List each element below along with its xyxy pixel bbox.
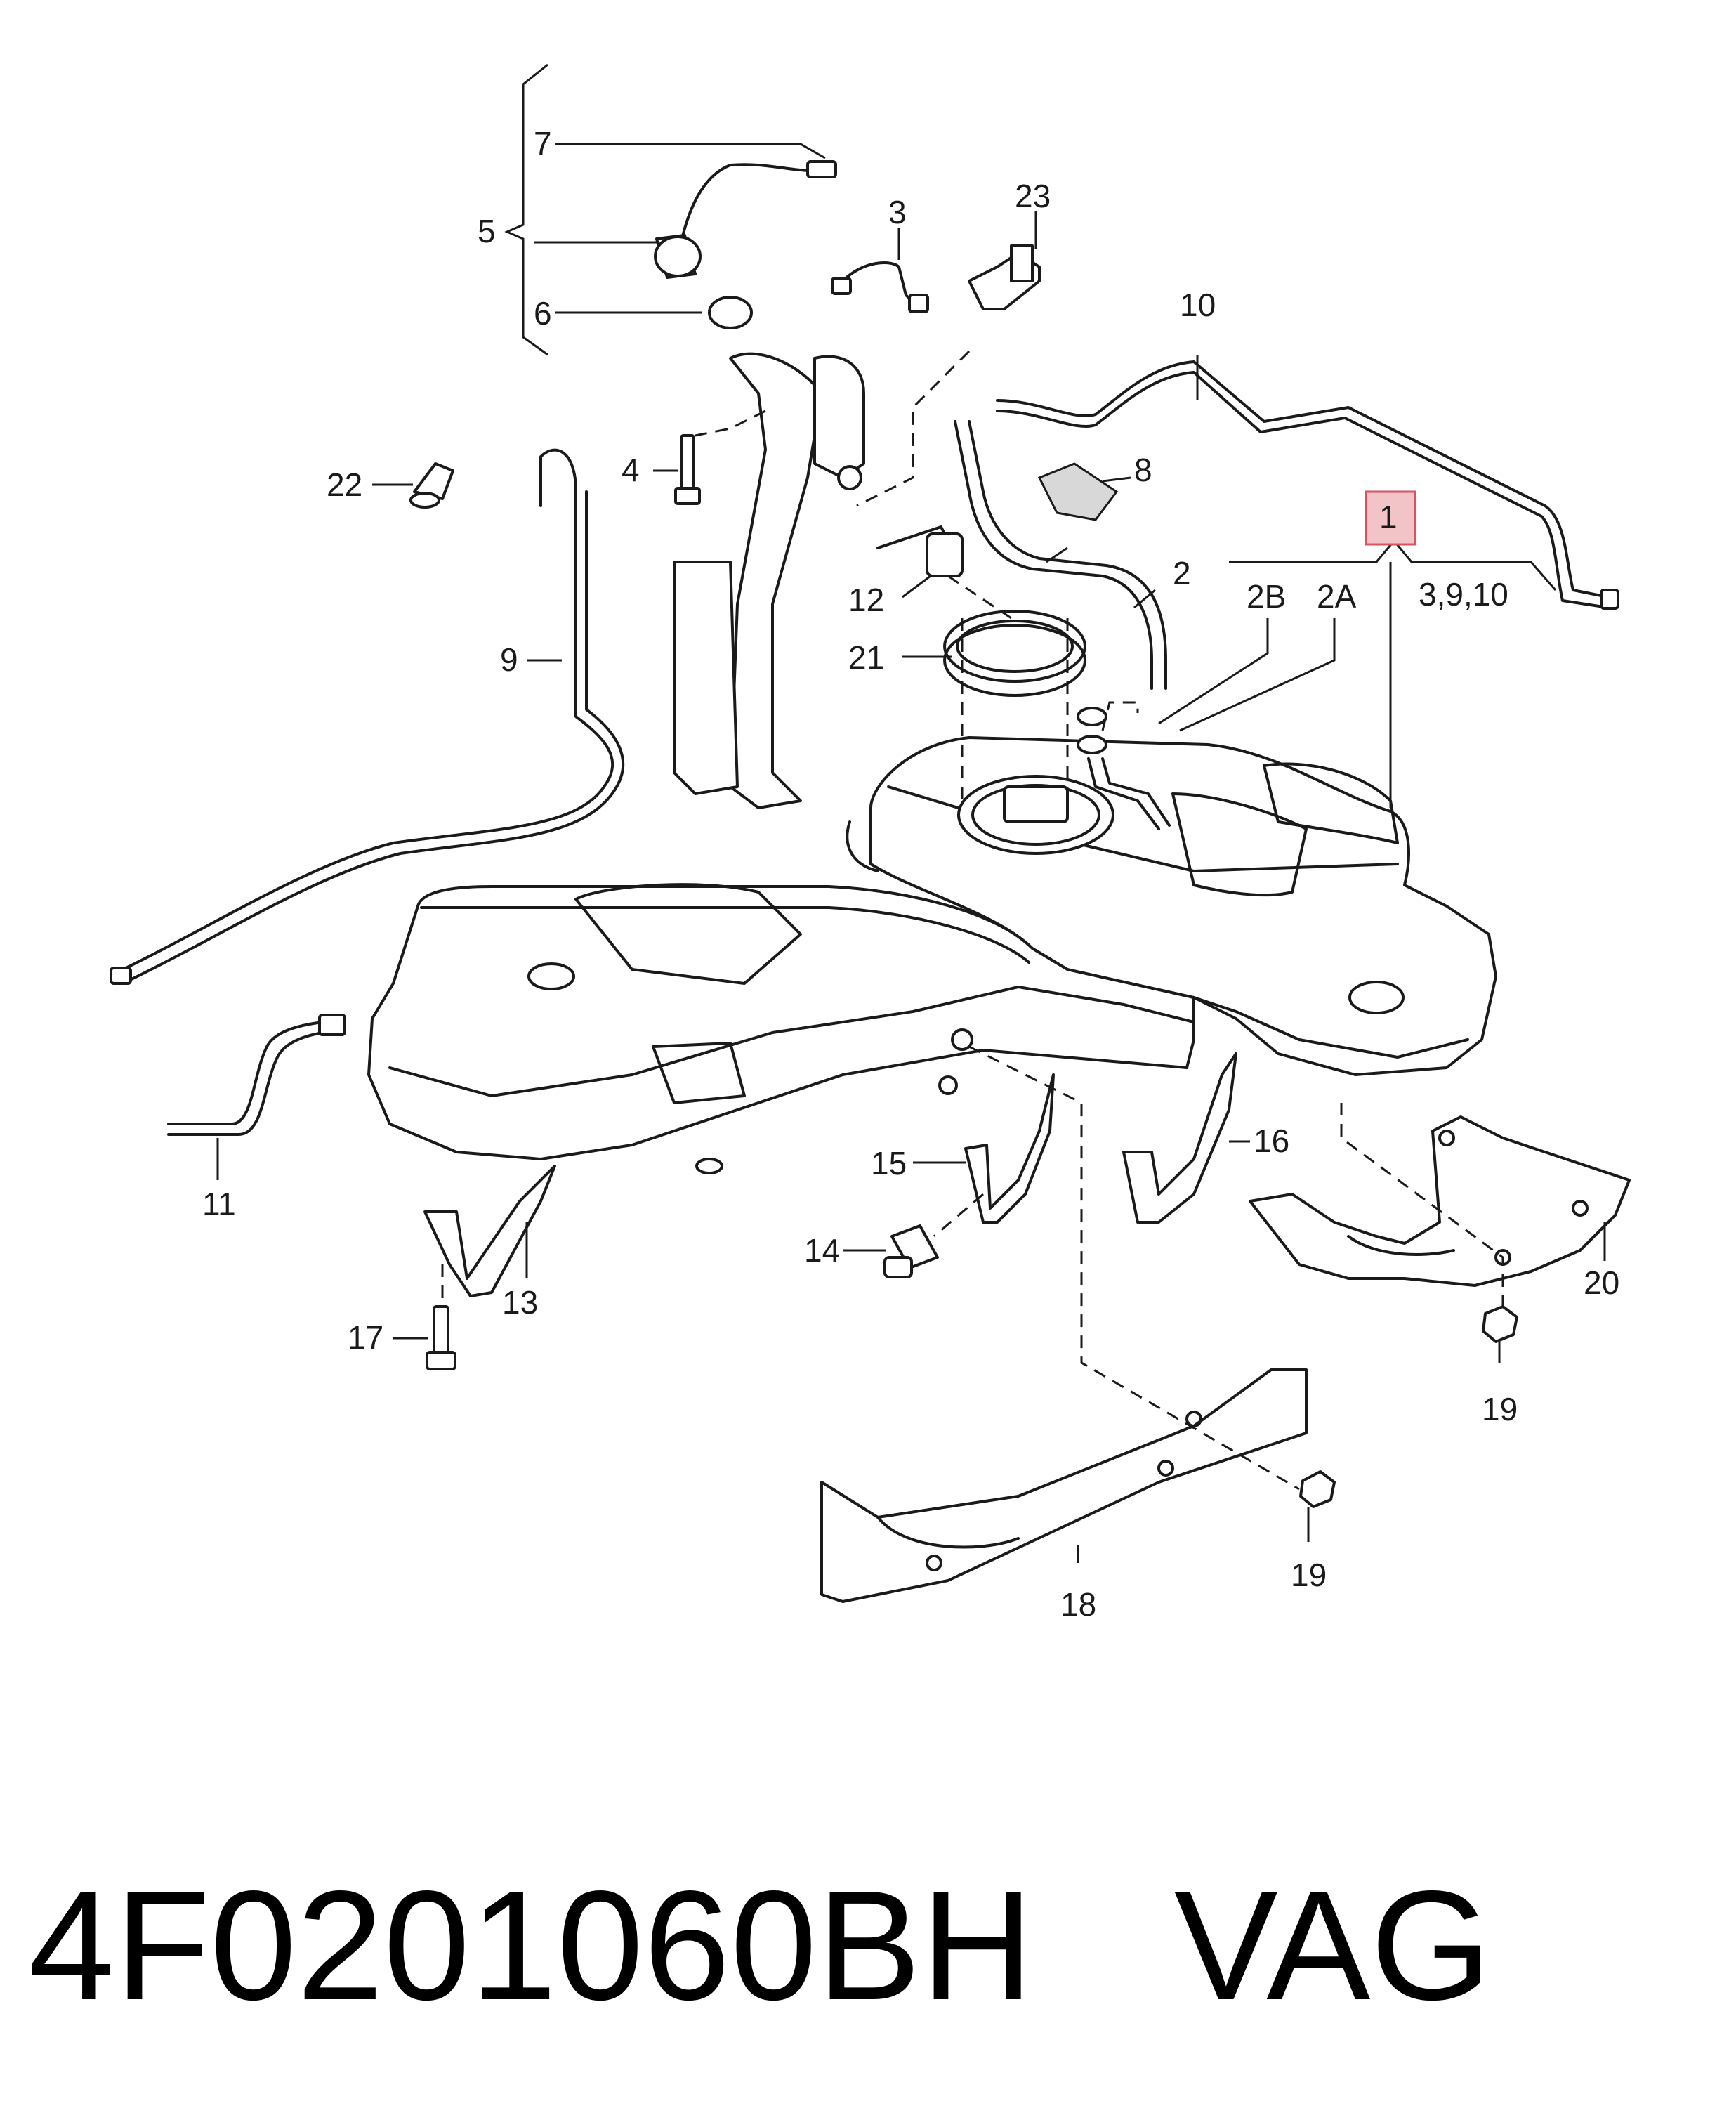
callout-5[interactable]: 5 [478,213,496,249]
callout-12[interactable]: 12 [848,582,884,618]
callout-8[interactable]: 8 [1134,452,1152,488]
callout-15[interactable]: 15 [871,1145,907,1182]
callout-3[interactable]: 3 [888,194,907,230]
callout-2[interactable]: 2 [1173,555,1191,591]
callout-6[interactable]: 6 [534,295,552,332]
callout-labels: 1 2 2B 2A 3,9,10 3 23 10 7 5 6 8 4 22 12… [202,125,1619,1623]
part-number-caption: 4F0201060BH VAG [28,1854,1714,2037]
callout-21[interactable]: 21 [848,639,884,676]
callout-20[interactable]: 20 [1584,1264,1619,1301]
small-parts [409,244,1518,1508]
callout-7[interactable]: 7 [534,125,552,162]
callout-16[interactable]: 16 [1254,1123,1289,1159]
assembly-guides [441,350,1504,1491]
brand-name: VAG [1173,1859,1492,2033]
leader-lines [216,63,1606,1563]
brackets-and-shields [423,1052,1631,1603]
callout-18[interactable]: 18 [1060,1586,1096,1623]
fuel-tank [367,352,1497,1174]
callout-2a[interactable]: 2A [1317,578,1357,615]
callout-14[interactable]: 14 [804,1232,840,1269]
callout-9[interactable]: 9 [500,641,518,678]
callout-19-bottom[interactable]: 19 [1291,1557,1327,1593]
fuel-lines [110,160,1619,1136]
callout-1-highlight [1365,490,1416,546]
callout-19-right[interactable]: 19 [1482,1391,1518,1427]
callout-23[interactable]: 23 [1015,178,1051,214]
callout-2b[interactable]: 2B [1247,578,1286,615]
callout-13[interactable]: 13 [502,1284,538,1321]
callout-11[interactable]: 11 [202,1186,236,1222]
part-number: 4F0201060BH [28,1859,1034,2033]
callout-4[interactable]: 4 [622,452,640,488]
callout-22[interactable]: 22 [327,466,362,503]
callout-1[interactable]: 1 [1379,499,1398,535]
callout-10[interactable]: 10 [1180,287,1216,323]
callout-17[interactable]: 17 [348,1319,383,1356]
callout-3-9-10[interactable]: 3,9,10 [1419,576,1508,613]
